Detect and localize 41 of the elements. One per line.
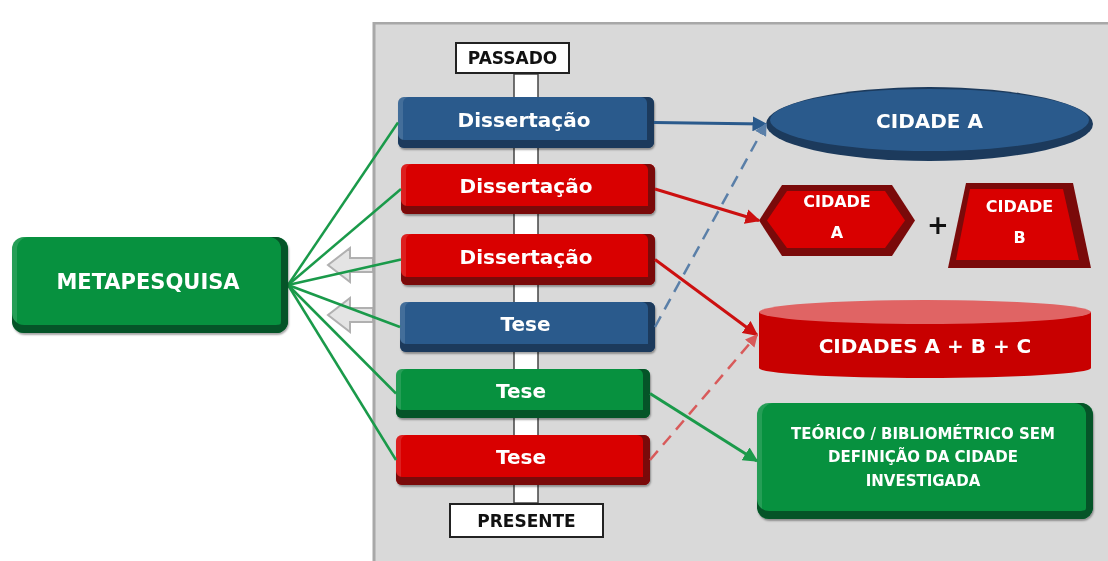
connector-line — [287, 258, 402, 287]
timeline-label-box — [449, 503, 604, 538]
process-box — [398, 97, 654, 148]
node-label: Tese — [496, 445, 546, 469]
process-box — [401, 234, 655, 285]
connector-line — [287, 283, 401, 329]
node-label: METAPESQUISA — [56, 270, 240, 294]
node-label: CIDADE B — [984, 196, 1055, 249]
arrow — [654, 187, 761, 224]
node-label: Tese — [496, 378, 546, 403]
node-label: TEÓRICO / BIBLIOMÉTRICO SEM DEFINIÇÃO DA CIDADE INVESTIGADA — [790, 423, 1056, 492]
arrow — [649, 334, 758, 461]
arrow — [649, 392, 759, 463]
rounded-box — [757, 403, 1093, 519]
arrow — [653, 116, 768, 132]
cylinder-node — [757, 298, 1093, 380]
connector-line — [287, 284, 397, 395]
arrow — [653, 122, 768, 328]
trapezoid-node — [946, 181, 1093, 270]
node-label: CIDADES A + B + C — [818, 334, 1032, 358]
node-label: Dissertação — [459, 174, 593, 198]
connector-line — [286, 121, 400, 286]
node-label: Dissertação — [459, 244, 593, 269]
process-box — [12, 237, 288, 333]
node-label: PASSADO — [467, 48, 558, 68]
connector-line — [286, 284, 398, 461]
process-box — [396, 435, 650, 485]
arrow — [654, 258, 759, 337]
node-label: PRESENTE — [477, 510, 576, 531]
process-box — [396, 369, 650, 418]
ellipse-node — [764, 85, 1095, 163]
process-box — [400, 302, 655, 352]
plus-sign: + — [927, 210, 949, 240]
process-box — [401, 164, 655, 214]
hexagon-node — [757, 183, 917, 258]
timeline-label-box — [455, 42, 570, 74]
node-label: CIDADE A — [802, 191, 872, 244]
node-label: Tese — [500, 312, 551, 336]
node-label: CIDADE A — [876, 109, 983, 133]
connector-line — [287, 188, 402, 286]
node-label: Dissertação — [457, 107, 591, 132]
